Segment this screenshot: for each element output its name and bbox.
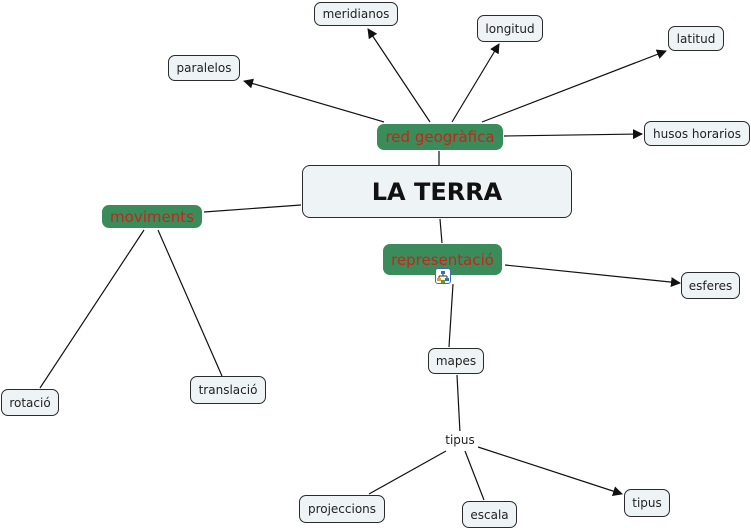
link-tipus-escala bbox=[464, 450, 485, 501]
concept-husos-horarios[interactable]: husos horarios bbox=[644, 121, 750, 146]
link-red-husos bbox=[503, 129, 643, 140]
link-phrase-moviments[interactable]: moviments bbox=[102, 205, 202, 228]
link-red-latitud bbox=[481, 49, 667, 123]
link-representacio-esferes bbox=[504, 264, 681, 288]
link-moviments-rotacio bbox=[39, 229, 145, 389]
link-phrase-representacio[interactable]: representació bbox=[383, 244, 502, 275]
link-terra-representacio bbox=[439, 218, 443, 244]
link-terra-moviments bbox=[203, 204, 302, 213]
concept-longitud[interactable]: longitud bbox=[477, 15, 543, 42]
link-red-paralelos bbox=[243, 78, 385, 123]
concept-translacio[interactable]: translació bbox=[190, 376, 266, 404]
link-red-longitud bbox=[451, 43, 500, 123]
concept-meridianos[interactable]: meridianos bbox=[314, 2, 398, 26]
concept-rotacio[interactable]: rotació bbox=[1, 389, 59, 416]
hierarchy-icon bbox=[437, 271, 449, 283]
concept-esferes[interactable]: esferes bbox=[681, 272, 740, 299]
link-red-meridianos bbox=[367, 28, 431, 123]
main-concept-la-terra[interactable]: LA TERRA bbox=[302, 165, 572, 218]
link-mapes-tipus bbox=[456, 374, 461, 434]
link-tipus-projeccions bbox=[368, 450, 447, 495]
link-moviments-translacio bbox=[157, 229, 223, 377]
link-representacio-mapes bbox=[448, 283, 454, 348]
concept-latitud[interactable]: latitud bbox=[668, 26, 724, 51]
concept-escala[interactable]: escala bbox=[462, 501, 517, 528]
link-tipus-tipus bbox=[477, 446, 623, 496]
concept-map-icon[interactable] bbox=[435, 268, 451, 284]
concept-paralelos[interactable]: paralelos bbox=[168, 55, 240, 81]
link-phrase-tipus[interactable]: tipus bbox=[442, 431, 478, 449]
concept-projeccions[interactable]: projeccions bbox=[299, 495, 385, 523]
link-phrase-red-geografica[interactable]: red geogràfica bbox=[377, 124, 503, 150]
concept-mapes[interactable]: mapes bbox=[428, 348, 484, 374]
concept-tipus[interactable]: tipus bbox=[624, 489, 670, 517]
